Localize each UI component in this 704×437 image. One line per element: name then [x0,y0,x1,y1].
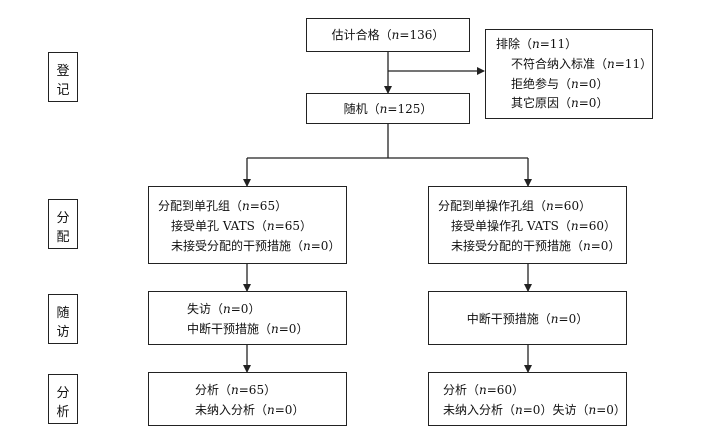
excluded-box: 排除（n=11） 不符合纳入标准（n=11） 拒绝参与（n=0） 其它原因（n=… [485,29,653,119]
excluded-reason: 不符合纳入标准（n=11） [511,57,653,71]
left-allocation-box: 分配到单孔组（n=65） 接受单孔 VATS（n=65） 未接受分配的干预措施（… [148,186,347,264]
stage-char: 析 [56,405,70,420]
assessed-box: 估计合格（n=136） [306,18,470,52]
allocation-line: 未接受分配的干预措施（n=0） [171,239,341,253]
right-analysis-box: 分析（n=60） 未纳入分析（n=0）失访（n=0） [428,372,627,426]
excluded-reason: 拒绝参与（n=0） [511,77,609,91]
randomized-text: 随机（n=125） [343,102,433,116]
right-followup-box: 中断干预措施（n=0） [428,291,627,345]
excluded-title: 排除（n=11） [496,37,578,51]
stage-char: 访 [56,325,70,340]
left-followup-box: 失访（n=0） 中断干预措施（n=0） [148,291,347,345]
stage-label-allocation: 分 配 [48,199,78,249]
stage-label-followup: 随 访 [48,294,78,344]
randomized-box: 随机（n=125） [306,93,470,124]
stage-char: 分 [56,211,70,226]
stage-char: 随 [56,306,70,321]
allocation-line: 未接受分配的干预措施（n=0） [451,239,621,253]
allocation-line: 接受单孔 VATS（n=65） [171,219,312,233]
stage-char: 登 [56,64,70,79]
followup-line: 失访（n=0） [187,302,261,316]
allocation-line: 分配到单孔组（n=65） [158,199,288,213]
right-allocation-box: 分配到单操作孔组（n=60） 接受单操作孔 VATS（n=60） 未接受分配的干… [428,186,627,264]
analysis-line: 分析（n=60） [443,383,525,397]
stage-char: 记 [56,83,70,98]
stage-label-enroll: 登 记 [48,52,78,102]
followup-line: 中断干预措施（n=0） [187,322,309,336]
allocation-line: 分配到单操作孔组（n=60） [438,199,592,213]
stage-char: 配 [56,230,70,245]
excluded-reason: 其它原因（n=0） [511,96,609,110]
assessed-text: 估计合格（n=136） [331,28,445,42]
analysis-line: 未纳入分析（n=0）失访（n=0） [443,403,626,417]
followup-line: 中断干预措施（n=0） [466,312,589,326]
analysis-line: 未纳入分析（n=0） [195,403,305,417]
stage-label-analysis: 分 析 [48,374,78,424]
allocation-line: 接受单操作孔 VATS（n=60） [451,219,616,233]
stage-char: 分 [56,386,70,401]
analysis-line: 分析（n=65） [195,383,277,397]
left-analysis-box: 分析（n=65） 未纳入分析（n=0） [148,372,347,426]
